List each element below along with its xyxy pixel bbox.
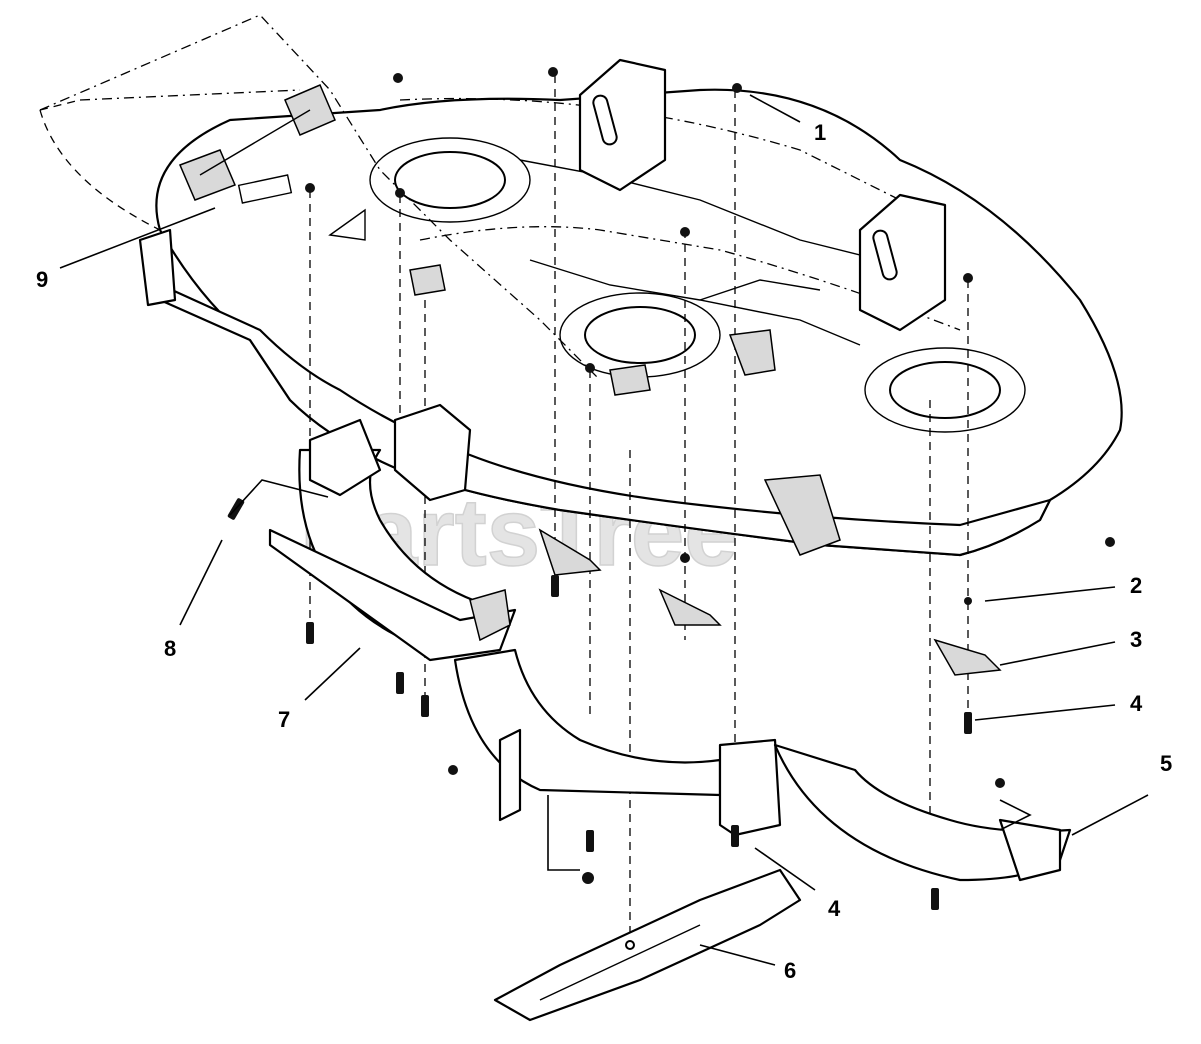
callout-1: 1 <box>814 120 826 145</box>
callout-7: 7 <box>278 707 290 732</box>
mower-blade <box>493 868 802 1022</box>
spacer-clip-3 <box>933 638 1002 676</box>
callout-6: 6 <box>784 958 796 983</box>
callout-3: 3 <box>1130 627 1142 652</box>
callout-2: 2 <box>1130 573 1142 598</box>
callout-8: 8 <box>164 636 176 661</box>
baffle-center <box>453 648 722 797</box>
spindle-opening-center <box>584 306 696 364</box>
baffle-assembly <box>268 403 1072 882</box>
deck-bracket-mid <box>763 474 841 556</box>
mower-deck-housing <box>39 14 1123 557</box>
deck-hanger-bracket-right <box>858 193 947 332</box>
leader-lines <box>59 94 1149 966</box>
small-parts <box>409 264 1002 676</box>
callout-5: 5 <box>1160 751 1172 776</box>
spacer-clip-2 <box>658 588 722 626</box>
callouts: 1 2 3 4 4 5 6 7 8 9 <box>36 120 1172 983</box>
callout-4-right: 4 <box>1130 691 1143 716</box>
spacer-clip-1 <box>538 528 602 576</box>
spindle-opening-right <box>889 361 1001 419</box>
spindle-opening-left <box>394 151 506 209</box>
deck-hanger-bracket-left <box>578 58 667 192</box>
callout-4-bottom: 4 <box>828 896 841 921</box>
alignment-lines <box>309 75 969 950</box>
baffle-mount-bracket <box>393 403 472 502</box>
callout-9: 9 <box>36 267 48 292</box>
